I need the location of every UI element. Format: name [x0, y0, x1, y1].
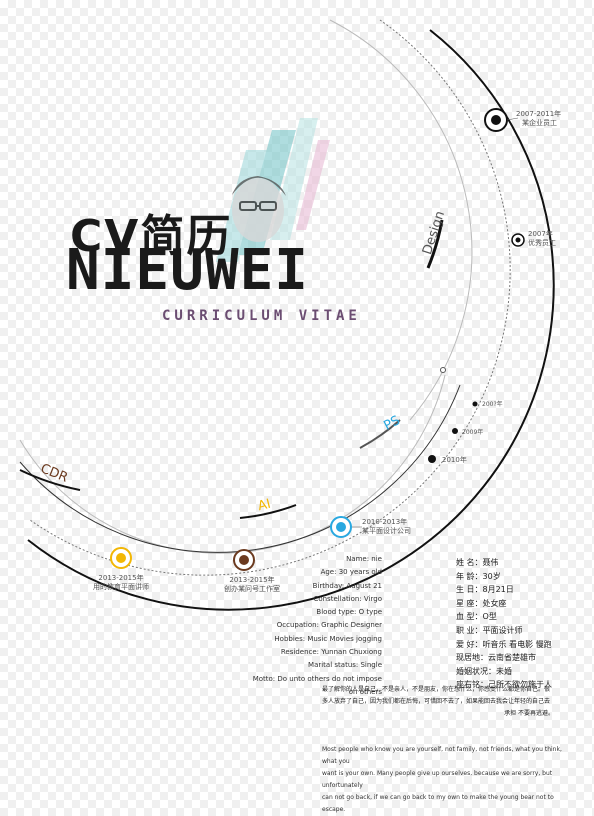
timeline-label: 2007年优秀员工	[528, 230, 556, 247]
timeline-label: 2013-2015年用的教育平面讲师	[93, 574, 149, 591]
timeline-label: 2009年	[462, 429, 484, 436]
name-title: NIEUWEI	[66, 238, 310, 303]
timeline-label: 2007-2011年某企业员工	[516, 110, 562, 127]
timeline-label: 200?年	[482, 401, 503, 408]
quote-english: Most people who know you are yourself, n…	[322, 746, 562, 813]
info-english: Name: nie Age: 30 years old Birthday: Au…	[252, 555, 382, 696]
quote-chinese: 最了解你的人是自己，不是亲人，不是朋友，你在想什么，你感受什么都是你自己。很 多…	[322, 686, 554, 717]
timeline-label: 2010年	[442, 456, 467, 464]
timeline-label: 2010-2013年某平面设计公司	[362, 518, 411, 535]
timeline-label: 2013-2015年创办某问号工作室	[224, 576, 280, 593]
subtitle: CURRICULUM VITAE	[162, 308, 361, 324]
cv-title: CV简历	[70, 211, 233, 262]
info-chinese: 姓 名：聂伟 年 龄：30岁 生 日：8月21日 星 座：处女座 血 型：O型 …	[456, 558, 552, 690]
